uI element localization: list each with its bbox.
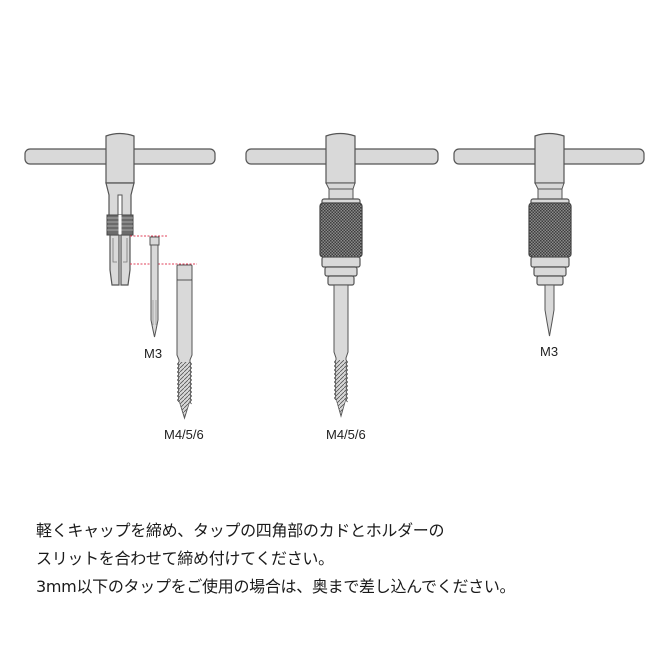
instruction-line-1: 軽くキャップを締め、タップの四角部のカドとホルダーの: [36, 521, 445, 540]
figure-assembled-small: M3: [453, 132, 645, 359]
label-m3-loose: M3: [144, 346, 162, 361]
tap-m3-inserted: [544, 284, 555, 337]
holder-head: [105, 132, 135, 184]
label-m456-loose: M4/5/6: [164, 427, 204, 442]
tap-m3: [149, 236, 160, 338]
holder-head: [534, 132, 565, 184]
collet-jaw-right: [120, 234, 131, 286]
knurled-cap: [319, 202, 363, 258]
collet-jaw-left: [109, 234, 120, 286]
figure-disassembled: M3 M4/5/6: [24, 132, 216, 442]
instruction-line-3: 3mm以下のタップをご使用の場合は、奥まで差し込んでください。: [36, 577, 516, 596]
label-m456-assembled: M4/5/6: [326, 427, 366, 442]
figure-assembled-large: M4/5/6: [245, 132, 439, 442]
tap-m456: [176, 264, 193, 420]
instructions: 軽くキャップを締め、タップの四角部のカドとホルダーの スリットを合わせて締め付け…: [36, 517, 636, 601]
holder-head: [325, 132, 356, 184]
knurled-cap: [528, 202, 572, 258]
label-m3-assembled: M3: [540, 344, 558, 359]
instruction-line-2: スリットを合わせて締め付けてください。: [36, 549, 334, 568]
